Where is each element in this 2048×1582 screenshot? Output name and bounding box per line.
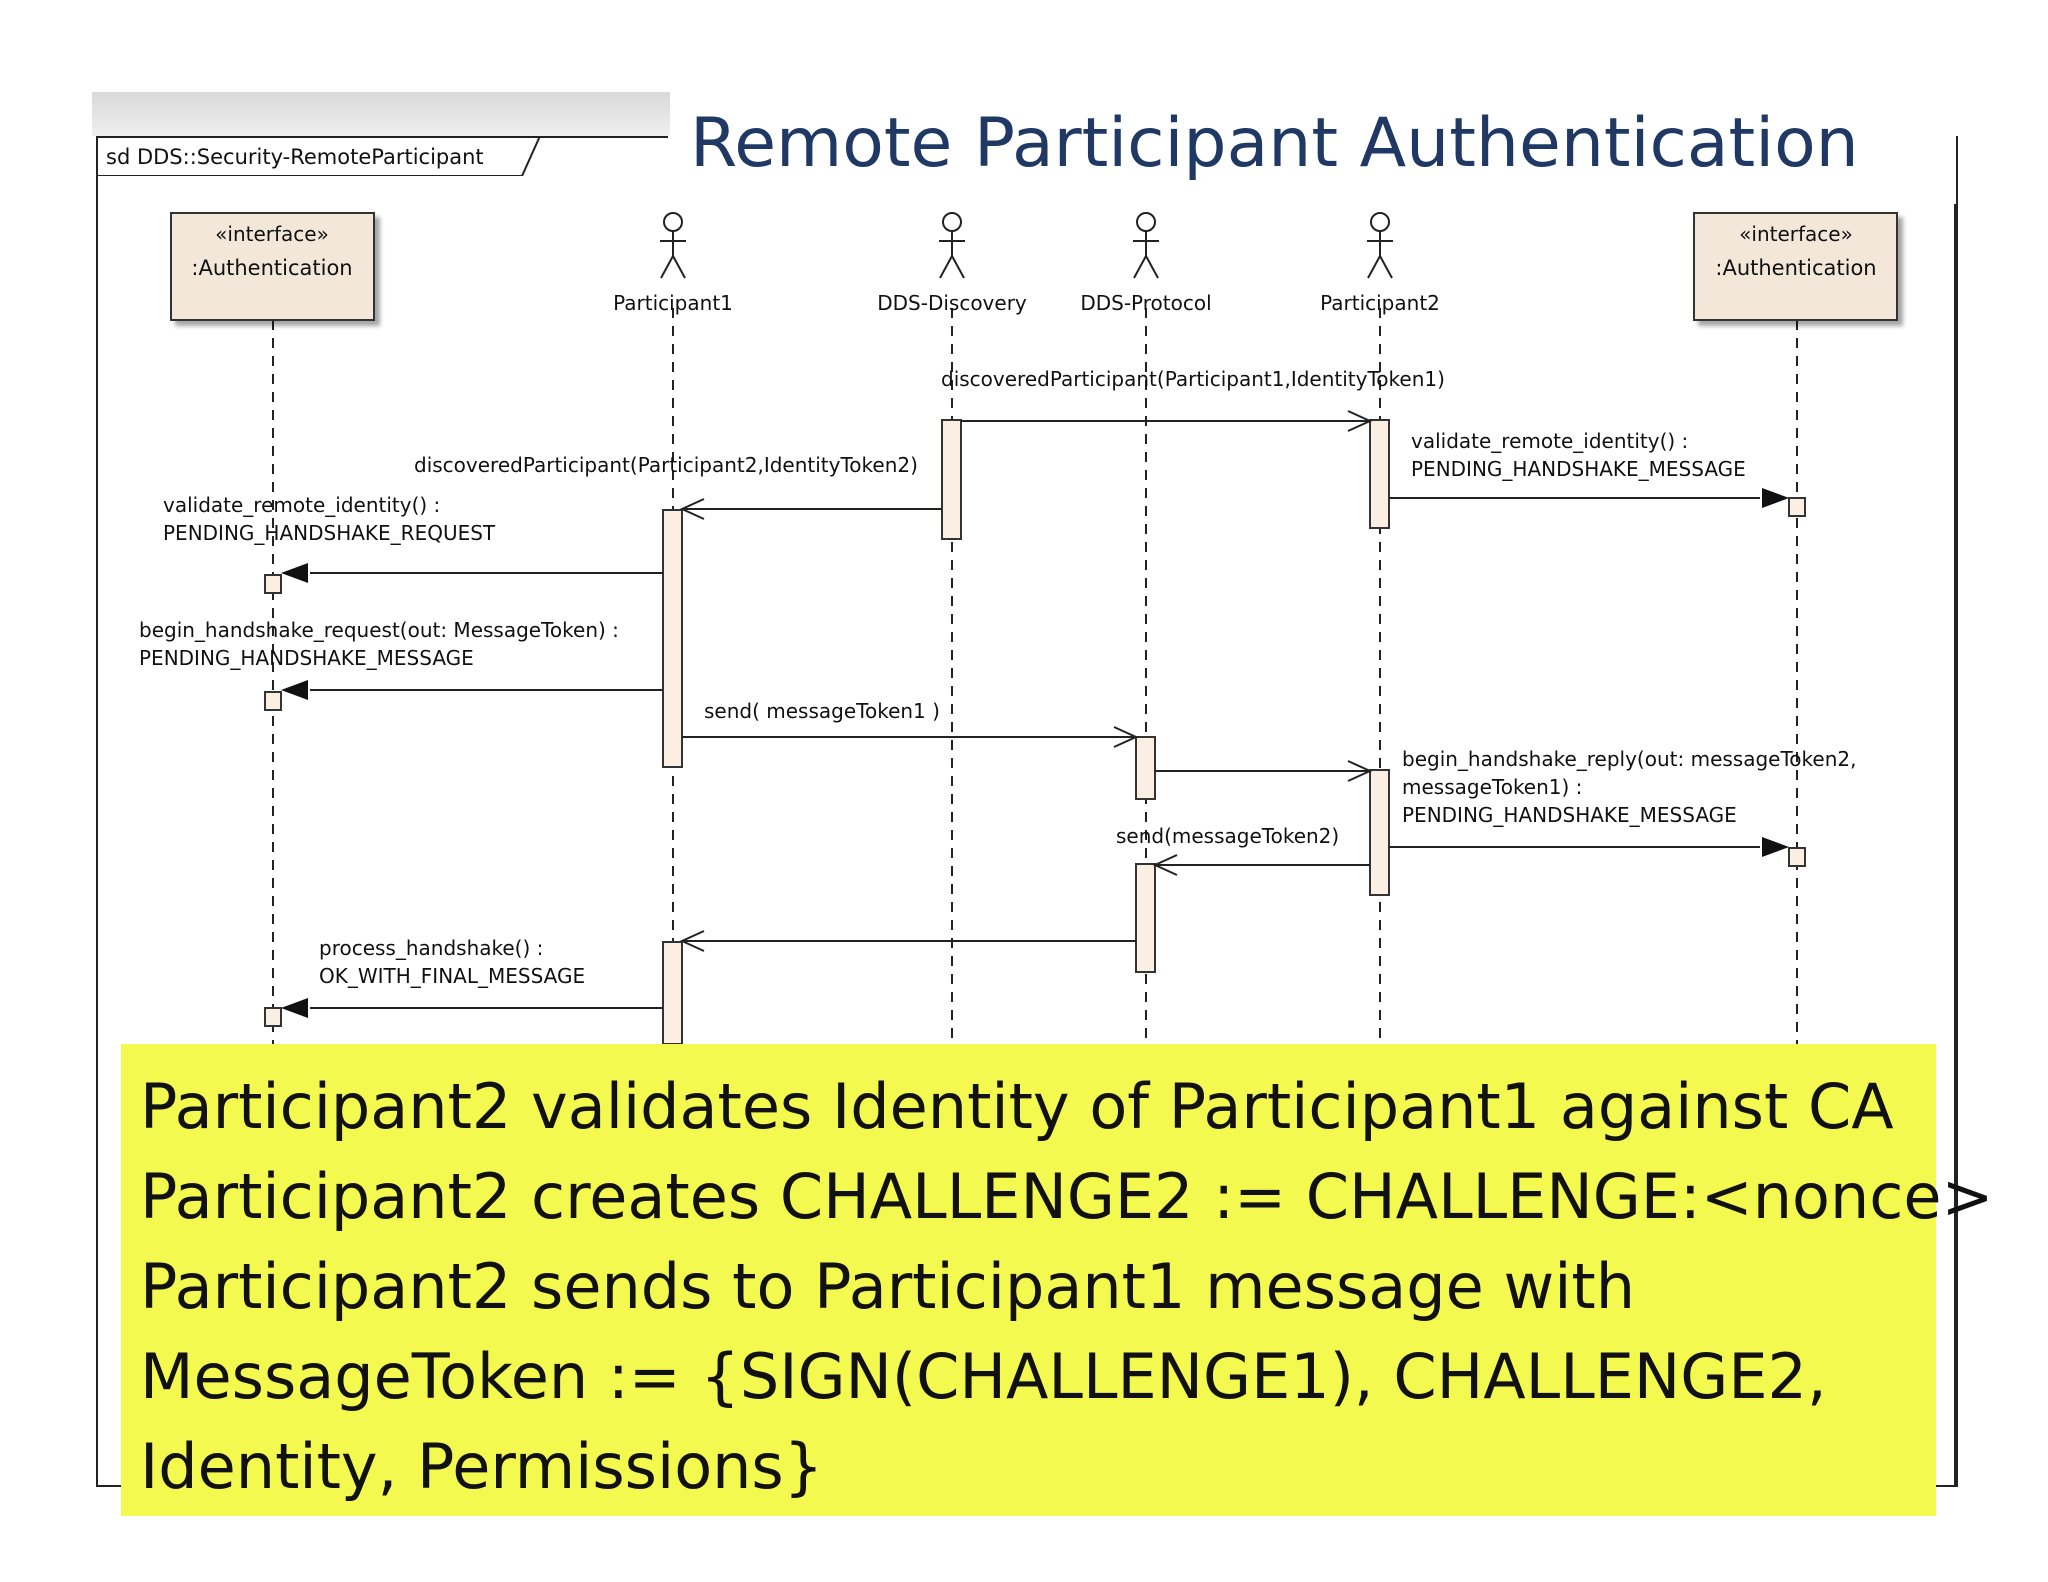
interface-right-stereotype: «interface» xyxy=(1739,222,1853,246)
msg-label-begin-reply-2: messageToken1) : xyxy=(1402,775,1582,799)
interface-left-name: :Authentication xyxy=(191,256,352,280)
frame-label: sd DDS::Security-RemoteParticipant xyxy=(106,145,484,169)
return-auth-right-2 xyxy=(1788,847,1806,867)
actor-dds-discovery-label: DDS-Discovery xyxy=(877,291,1027,315)
actor-participant1-icon xyxy=(660,212,686,279)
note-line-1: Participant2 validates Identity of Parti… xyxy=(140,1070,1894,1143)
note-line-2: Participant2 creates CHALLENGE2 := CHALL… xyxy=(140,1160,1994,1233)
frame-right-border xyxy=(1954,204,1956,1485)
open-arrowhead xyxy=(1113,726,1139,748)
open-arrowhead xyxy=(679,930,705,952)
activation-participant2-1 xyxy=(1369,419,1390,529)
msg-label-send-token1: send( messageToken1 ) xyxy=(704,699,940,723)
note-line-5: Identity, Permissions} xyxy=(140,1430,824,1503)
open-arrowhead xyxy=(1347,760,1373,782)
filled-arrowhead xyxy=(281,998,308,1018)
actor-dds-protocol-label: DDS-Protocol xyxy=(1080,291,1211,315)
activation-participant1-1 xyxy=(662,509,683,768)
msg-label-validate-left-1: validate_remote_identity() : xyxy=(163,493,440,517)
activation-dds-protocol-1 xyxy=(1135,736,1156,800)
actor-dds-discovery-icon xyxy=(939,212,965,279)
slide-title: Remote Participant Authentication xyxy=(690,104,1859,183)
msg-label-discovered-p1: discoveredParticipant(Participant1,Ident… xyxy=(941,367,1445,391)
msg-label-begin-request-2: PENDING_HANDSHAKE_MESSAGE xyxy=(139,646,474,670)
msg-label-begin-reply-3: PENDING_HANDSHAKE_MESSAGE xyxy=(1402,803,1737,827)
filled-arrowhead xyxy=(281,563,308,583)
note-line-4: MessageToken := {SIGN(CHALLENGE1), CHALL… xyxy=(140,1340,1827,1413)
filled-arrowhead xyxy=(281,680,308,700)
interface-authentication-left xyxy=(170,212,375,321)
actor-participant2-icon xyxy=(1367,212,1393,279)
frame-header-shade xyxy=(92,92,670,136)
lifelines xyxy=(272,308,1798,1044)
open-arrowhead xyxy=(1347,410,1373,432)
interface-right-name: :Authentication xyxy=(1715,256,1876,280)
interface-authentication-right xyxy=(1693,212,1898,321)
msg-label-validate-right-2: PENDING_HANDSHAKE_MESSAGE xyxy=(1411,457,1746,481)
return-auth-left-2 xyxy=(264,691,282,711)
filled-arrowhead xyxy=(1762,837,1789,857)
activation-dds-protocol-2 xyxy=(1135,863,1156,973)
return-auth-right-1 xyxy=(1788,497,1806,517)
activation-participant1-2 xyxy=(662,941,683,1045)
open-arrowhead xyxy=(1152,854,1178,876)
activation-dds-discovery xyxy=(941,419,962,540)
msg-label-validate-right-1: validate_remote_identity() : xyxy=(1411,429,1688,453)
note-line-3: Participant2 sends to Participant1 messa… xyxy=(140,1250,1636,1323)
filled-arrowhead xyxy=(1762,488,1789,508)
interface-left-stereotype: «interface» xyxy=(215,222,329,246)
msg-label-begin-reply-1: begin_handshake_reply(out: messageToken2… xyxy=(1402,747,1856,771)
actor-dds-protocol-icon xyxy=(1133,212,1159,279)
msg-label-process-handshake-2: OK_WITH_FINAL_MESSAGE xyxy=(319,964,585,988)
msg-label-begin-request-1: begin_handshake_request(out: MessageToke… xyxy=(139,618,619,642)
note-box xyxy=(121,1044,1936,1516)
actor-participant2-label: Participant2 xyxy=(1320,291,1440,315)
msg-label-discovered-p2: discoveredParticipant(Participant2,Ident… xyxy=(414,453,918,477)
msg-label-validate-left-2: PENDING_HANDSHAKE_REQUEST xyxy=(163,521,496,545)
msg-label-send-token2: send(messageToken2) xyxy=(1116,824,1339,848)
open-arrowhead xyxy=(679,498,705,520)
actor-participant1-label: Participant1 xyxy=(613,291,733,315)
return-auth-left-3 xyxy=(264,1007,282,1027)
msg-label-process-handshake-1: process_handshake() : xyxy=(319,936,543,960)
return-auth-left-1 xyxy=(264,574,282,594)
activation-participant2-2 xyxy=(1369,769,1390,896)
